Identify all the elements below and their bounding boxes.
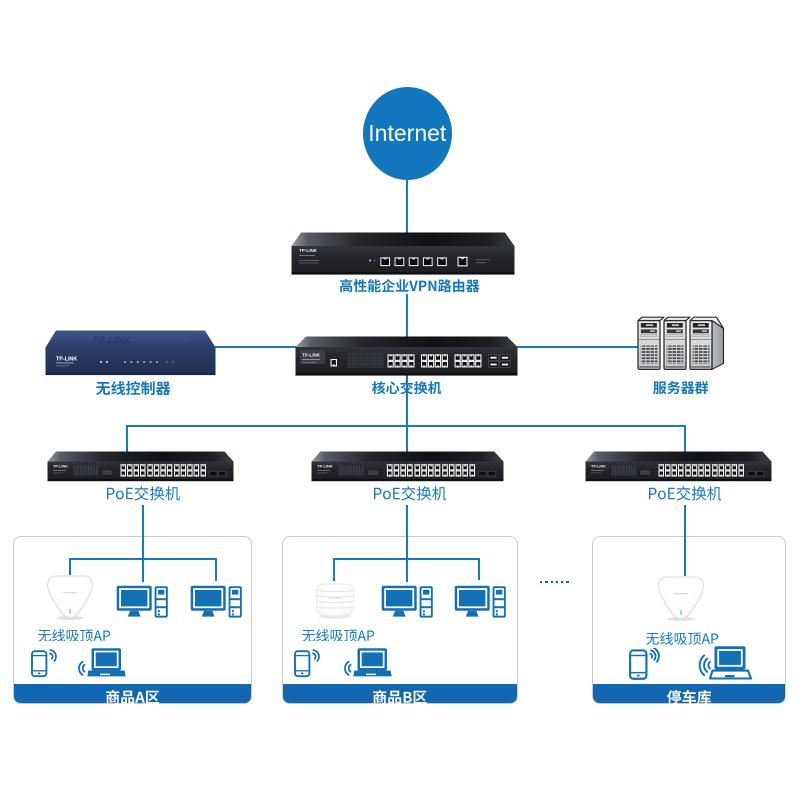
svg-text:TP-LINK: TP-LINK	[53, 465, 68, 469]
svg-text:TP-LINK: TP-LINK	[302, 353, 321, 358]
svg-text:TP-LINK: TP-LINK	[591, 465, 606, 469]
svg-text:TP-LINK: TP-LINK	[299, 248, 318, 253]
svg-text:TP-LINK: TP-LINK	[56, 357, 77, 363]
svg-text:TP-LINK: TP-LINK	[317, 465, 333, 469]
svg-text:TP-LINK: TP-LINK	[90, 336, 133, 347]
